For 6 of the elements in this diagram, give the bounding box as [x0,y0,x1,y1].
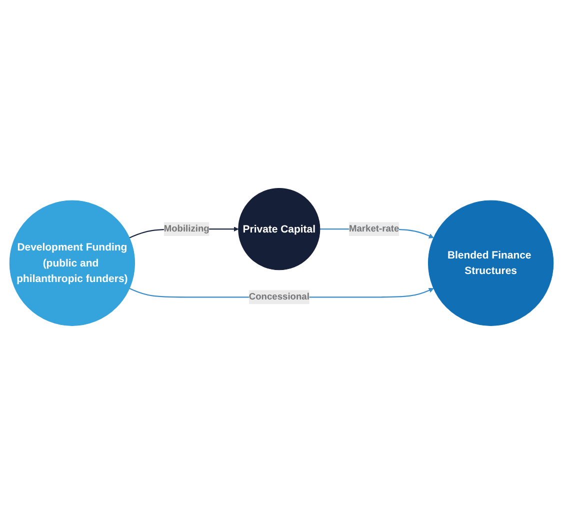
edge-label: Market-rate [348,224,400,234]
node-circle: Development Funding (public and philanthropic funders) [9,200,136,326]
edge-label: Concessional [248,292,310,302]
node-circle: Blended Finance Structures [428,200,554,326]
edge-label: Mobilizing [164,224,210,234]
node-circle: Private Capital [238,188,320,270]
